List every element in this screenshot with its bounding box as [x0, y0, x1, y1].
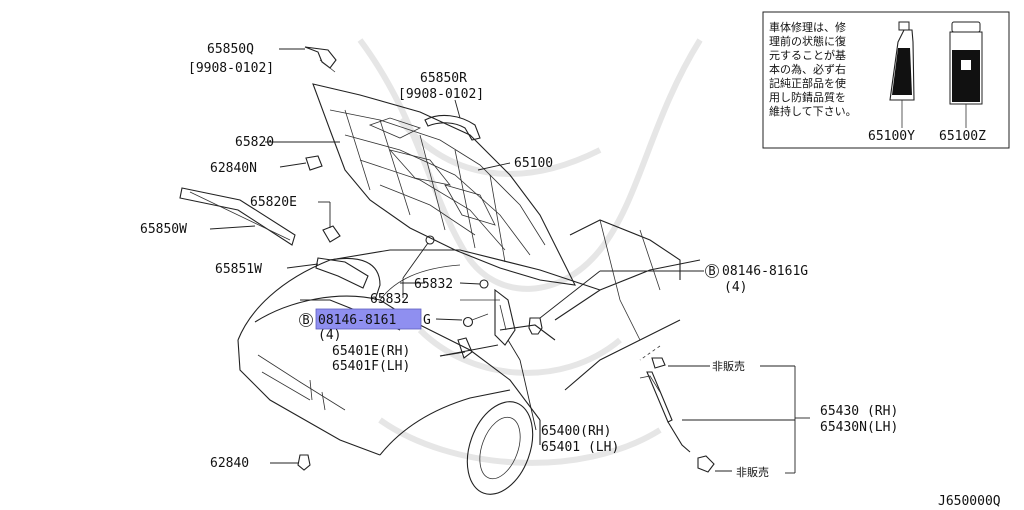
label-65430N[interactable]: 65430N(LH) — [820, 420, 898, 435]
label-bolt-right-qty: (4) — [724, 280, 747, 295]
label-62840N[interactable]: 62840N — [210, 161, 257, 176]
leader-lines — [209, 48, 810, 474]
inset-note-line-1: 車体修理は、修 — [769, 20, 846, 34]
inset-note-line-3: 元することが基 — [769, 48, 846, 62]
label-65401E[interactable]: 65401E(RH) — [332, 344, 410, 359]
grommet-62840[interactable] — [297, 454, 311, 471]
inset-note-line-2: 理前の状態に復 — [769, 34, 846, 48]
label-not-for-sale-lower: 非販売 — [736, 466, 769, 479]
label-65100Y[interactable]: 65100Y — [868, 129, 915, 144]
bumper-62840N[interactable] — [305, 155, 323, 171]
label-65850Q-date: [9908-0102] — [188, 61, 274, 76]
hood-hinge[interactable] — [494, 288, 516, 346]
bolt-symbol-left — [299, 313, 313, 327]
bolt-symbol-right-letter: B — [708, 264, 715, 278]
label-65850R-date: [9908-0102] — [398, 87, 484, 102]
inset-note-line-5: 記純正部品を使 — [769, 76, 846, 90]
watermark-logo — [357, 38, 703, 466]
spray-can-icon[interactable] — [949, 21, 983, 128]
label-65100[interactable]: 65100 — [514, 156, 553, 171]
label-65100Z[interactable]: 65100Z — [939, 129, 986, 144]
label-bolt-left-qty: (4) — [318, 328, 341, 343]
diagram-id: J650000Q — [938, 494, 1001, 509]
bolt-08146-8161G-left[interactable] — [462, 313, 489, 328]
label-65832-lower[interactable]: 65832 — [370, 292, 409, 307]
clip-65820E[interactable] — [322, 225, 341, 243]
seal-65851W[interactable] — [315, 257, 369, 289]
paint-tube-icon[interactable] — [889, 21, 915, 128]
label-62840[interactable]: 62840 — [210, 456, 249, 471]
inset-note: 車体修理は、修 理前の状態に復 元することが基 本の為、必ず右 記純正部品を使 … — [769, 20, 857, 118]
label-bolt-right[interactable]: 08146-8161G — [722, 264, 808, 279]
bolt-symbol-left-letter: B — [302, 313, 309, 327]
label-65401F[interactable]: 65401F(LH) — [332, 359, 410, 374]
label-bolt-left-suffix: G — [423, 313, 431, 328]
inset-panel: 車体修理は、修 理前の状態に復 元することが基 本の為、必ず右 記純正部品を使 … — [762, 11, 1010, 149]
hood-seal-65850R[interactable] — [424, 114, 481, 141]
label-bolt-left-highlighted[interactable]: 08146-8161 — [318, 313, 396, 328]
label-65820[interactable]: 65820 — [235, 135, 274, 150]
label-65401[interactable]: 65401 (LH) — [541, 440, 619, 455]
label-65400[interactable]: 65400(RH) — [541, 424, 611, 439]
hood-insulator-65820E[interactable] — [179, 187, 296, 246]
inset-note-line-7: 維持して下さい。 — [769, 104, 857, 118]
part-labels: 65850Q [9908-0102] 65850R [9908-0102] 65… — [140, 42, 1001, 509]
hood-panel[interactable] — [312, 83, 576, 286]
label-65850Q[interactable]: 65850Q — [207, 42, 254, 57]
hood-stay-65430[interactable] — [639, 357, 715, 473]
highlight-box — [315, 308, 422, 330]
bolt-symbol-right — [705, 264, 719, 278]
inset-note-line-6: 用し防錆品質を — [769, 90, 846, 104]
label-65430[interactable]: 65430 (RH) — [820, 404, 898, 419]
label-65832-upper[interactable]: 65832 — [414, 277, 453, 292]
label-not-for-sale-upper: 非販売 — [712, 360, 745, 373]
label-65851W[interactable]: 65851W — [215, 262, 262, 277]
hood-seal-65850Q[interactable] — [304, 46, 337, 73]
vehicle-body — [237, 219, 701, 495]
label-65820E[interactable]: 65820E — [250, 195, 297, 210]
label-65850R[interactable]: 65850R — [420, 71, 467, 86]
label-65850W[interactable]: 65850W — [140, 222, 187, 237]
inset-note-line-4: 本の為、必ず右 — [769, 62, 846, 76]
